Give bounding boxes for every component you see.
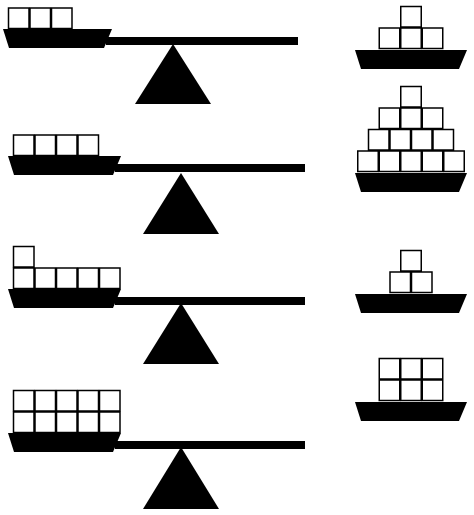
seesaw-box	[98, 267, 121, 290]
answer-boat-a	[355, 5, 467, 69]
fulcrum-triangle	[135, 44, 211, 104]
answer-box	[421, 150, 444, 173]
seesaw-4	[8, 389, 305, 509]
seesaw-box	[55, 389, 78, 412]
answer-box	[389, 128, 412, 151]
seesaw-box	[29, 7, 52, 30]
answer-box	[443, 150, 465, 173]
answer-box	[378, 150, 401, 173]
answer-box	[432, 128, 455, 151]
answer-box	[400, 357, 422, 380]
seesaw-box	[77, 134, 100, 157]
fulcrum-triangle	[143, 303, 219, 364]
seesaw-box	[12, 267, 35, 290]
seesaw-box	[7, 7, 30, 30]
boat-hull	[3, 29, 112, 48]
answer-boat-b	[355, 85, 467, 192]
answer-box	[400, 27, 422, 50]
boat-hull	[8, 156, 121, 175]
answer-boat-d	[355, 357, 467, 421]
answer-box	[421, 107, 444, 130]
answer-box	[378, 27, 401, 50]
answer-box	[367, 128, 390, 151]
seesaw-box	[12, 389, 35, 412]
seesaw-box	[34, 134, 57, 157]
seesaw-box	[12, 134, 35, 157]
seesaw-box	[98, 389, 121, 412]
boat-hull	[8, 433, 121, 452]
seesaw-box	[55, 267, 78, 290]
answer-box	[400, 5, 422, 28]
seesaw-box	[55, 411, 78, 434]
answer-box	[378, 107, 401, 130]
fulcrum-triangle	[143, 173, 219, 234]
answer-box	[410, 271, 433, 294]
answer-box	[421, 27, 444, 50]
answer-box	[357, 150, 379, 173]
answer-box	[400, 107, 422, 130]
seesaw-beam	[115, 297, 305, 305]
seesaw-box	[55, 134, 78, 157]
seesaw-box	[12, 411, 35, 434]
seesaw-box	[34, 411, 57, 434]
answer-box	[400, 85, 422, 108]
seesaw-2	[8, 134, 305, 234]
seesaw-box	[98, 411, 121, 434]
seesaw-box	[77, 389, 100, 412]
seesaw-beam	[115, 164, 305, 172]
seesaw-box	[34, 267, 57, 290]
answer-box	[421, 357, 444, 380]
answer-box	[400, 379, 422, 402]
boat-hull	[355, 173, 467, 192]
answer-box	[400, 150, 422, 173]
boat-hull	[8, 289, 121, 308]
boat-hull	[355, 294, 467, 313]
seesaw-beam	[106, 37, 298, 45]
seesaw-beam	[115, 441, 305, 449]
answer-box	[378, 357, 401, 380]
fulcrum-triangle	[143, 447, 219, 509]
answer-box	[389, 271, 412, 294]
boat-hull	[355, 402, 467, 421]
answer-box	[400, 249, 422, 272]
seesaw-box	[77, 411, 100, 434]
answer-box	[421, 379, 444, 402]
seesaw-box	[50, 7, 73, 30]
seesaw-1	[3, 7, 298, 104]
answer-boat-c	[355, 249, 467, 313]
seesaw-box	[34, 389, 57, 412]
seesaw-box	[12, 245, 35, 268]
seesaw-3	[8, 245, 305, 364]
answer-box	[378, 379, 401, 402]
answer-box	[410, 128, 433, 151]
seesaw-box	[77, 267, 100, 290]
boat-hull	[355, 50, 467, 69]
